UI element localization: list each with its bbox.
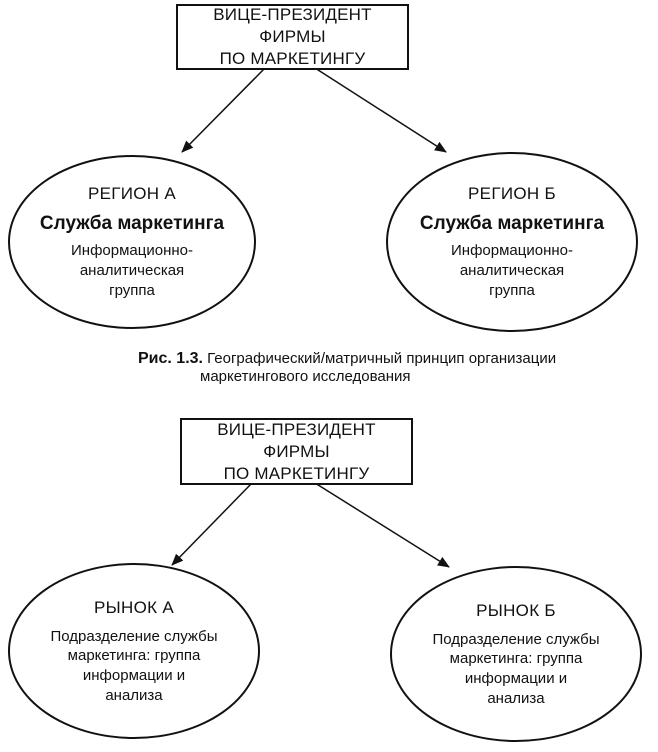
- caption-line2: маркетингового исследования: [200, 368, 411, 385]
- region-a-title: РЕГИОН А: [87, 184, 177, 203]
- region-b-oval: РЕГИОН Б Служба маркетинга Информационно…: [386, 152, 638, 332]
- region-b-line2: аналитическая: [459, 262, 565, 279]
- market-a-line4: анализа: [105, 686, 163, 704]
- market-a-line2: маркетинга: группа: [67, 646, 201, 664]
- market-a-title: РЫНОК А: [94, 597, 174, 617]
- market-b-title: РЫНОК Б: [476, 600, 556, 620]
- market-a-line1: Подразделение службы: [50, 627, 218, 645]
- caption-label: Рис. 1.3.: [138, 350, 203, 367]
- market-a-oval: РЫНОК А Подразделение службы маркетинга:…: [8, 563, 260, 739]
- arrow-to-market-a: [171, 482, 253, 566]
- region-b-line1: Информационно-: [451, 242, 573, 259]
- region-b-line3: группа: [489, 282, 535, 299]
- vp-marketing-box-1: ВИЦЕ-ПРЕЗИДЕНТ ФИРМЫ ПО МАРКЕТИНГУ: [176, 4, 409, 70]
- market-b-line2: маркетинга: группа: [449, 649, 583, 667]
- vp-box-1-line1: ВИЦЕ-ПРЕЗИДЕНТ ФИРМЫ: [213, 5, 372, 46]
- caption-line1: Географический/матричный принцип организ…: [207, 350, 557, 367]
- vp-box-2-line2: ПО МАРКЕТИНГУ: [223, 463, 370, 483]
- vp-marketing-box-2: ВИЦЕ-ПРЕЗИДЕНТ ФИРМЫ ПО МАРКЕТИНГУ: [180, 418, 413, 485]
- arrow-to-region-b: [314, 67, 447, 153]
- market-a-line3: информации и: [82, 666, 186, 684]
- region-a-oval: РЕГИОН А Служба маркетинга Информационно…: [8, 155, 256, 329]
- region-a-line1: Информационно-: [71, 242, 193, 259]
- arrow-to-region-a: [181, 67, 266, 153]
- arrow-to-market-b: [314, 482, 450, 568]
- region-b-title: РЕГИОН Б: [468, 184, 556, 203]
- region-b-marketing-service: Служба маркетинга: [419, 213, 605, 234]
- vp-box-1-line2: ПО МАРКЕТИНГУ: [219, 49, 366, 68]
- vp-box-2-line1: ВИЦЕ-ПРЕЗИДЕНТ ФИРМЫ: [217, 419, 376, 461]
- market-b-line4: анализа: [487, 689, 545, 707]
- figure-caption: Рис. 1.3. Географический/матричный принц…: [138, 350, 608, 386]
- region-a-marketing-service: Служба маркетинга: [39, 213, 225, 234]
- market-b-line1: Подразделение службы: [432, 630, 600, 648]
- region-a-line2: аналитическая: [79, 262, 185, 279]
- region-a-line3: группа: [109, 282, 155, 299]
- market-b-line3: информации и: [464, 669, 568, 687]
- market-b-oval: РЫНОК Б Подразделение службы маркетинга:…: [390, 566, 642, 742]
